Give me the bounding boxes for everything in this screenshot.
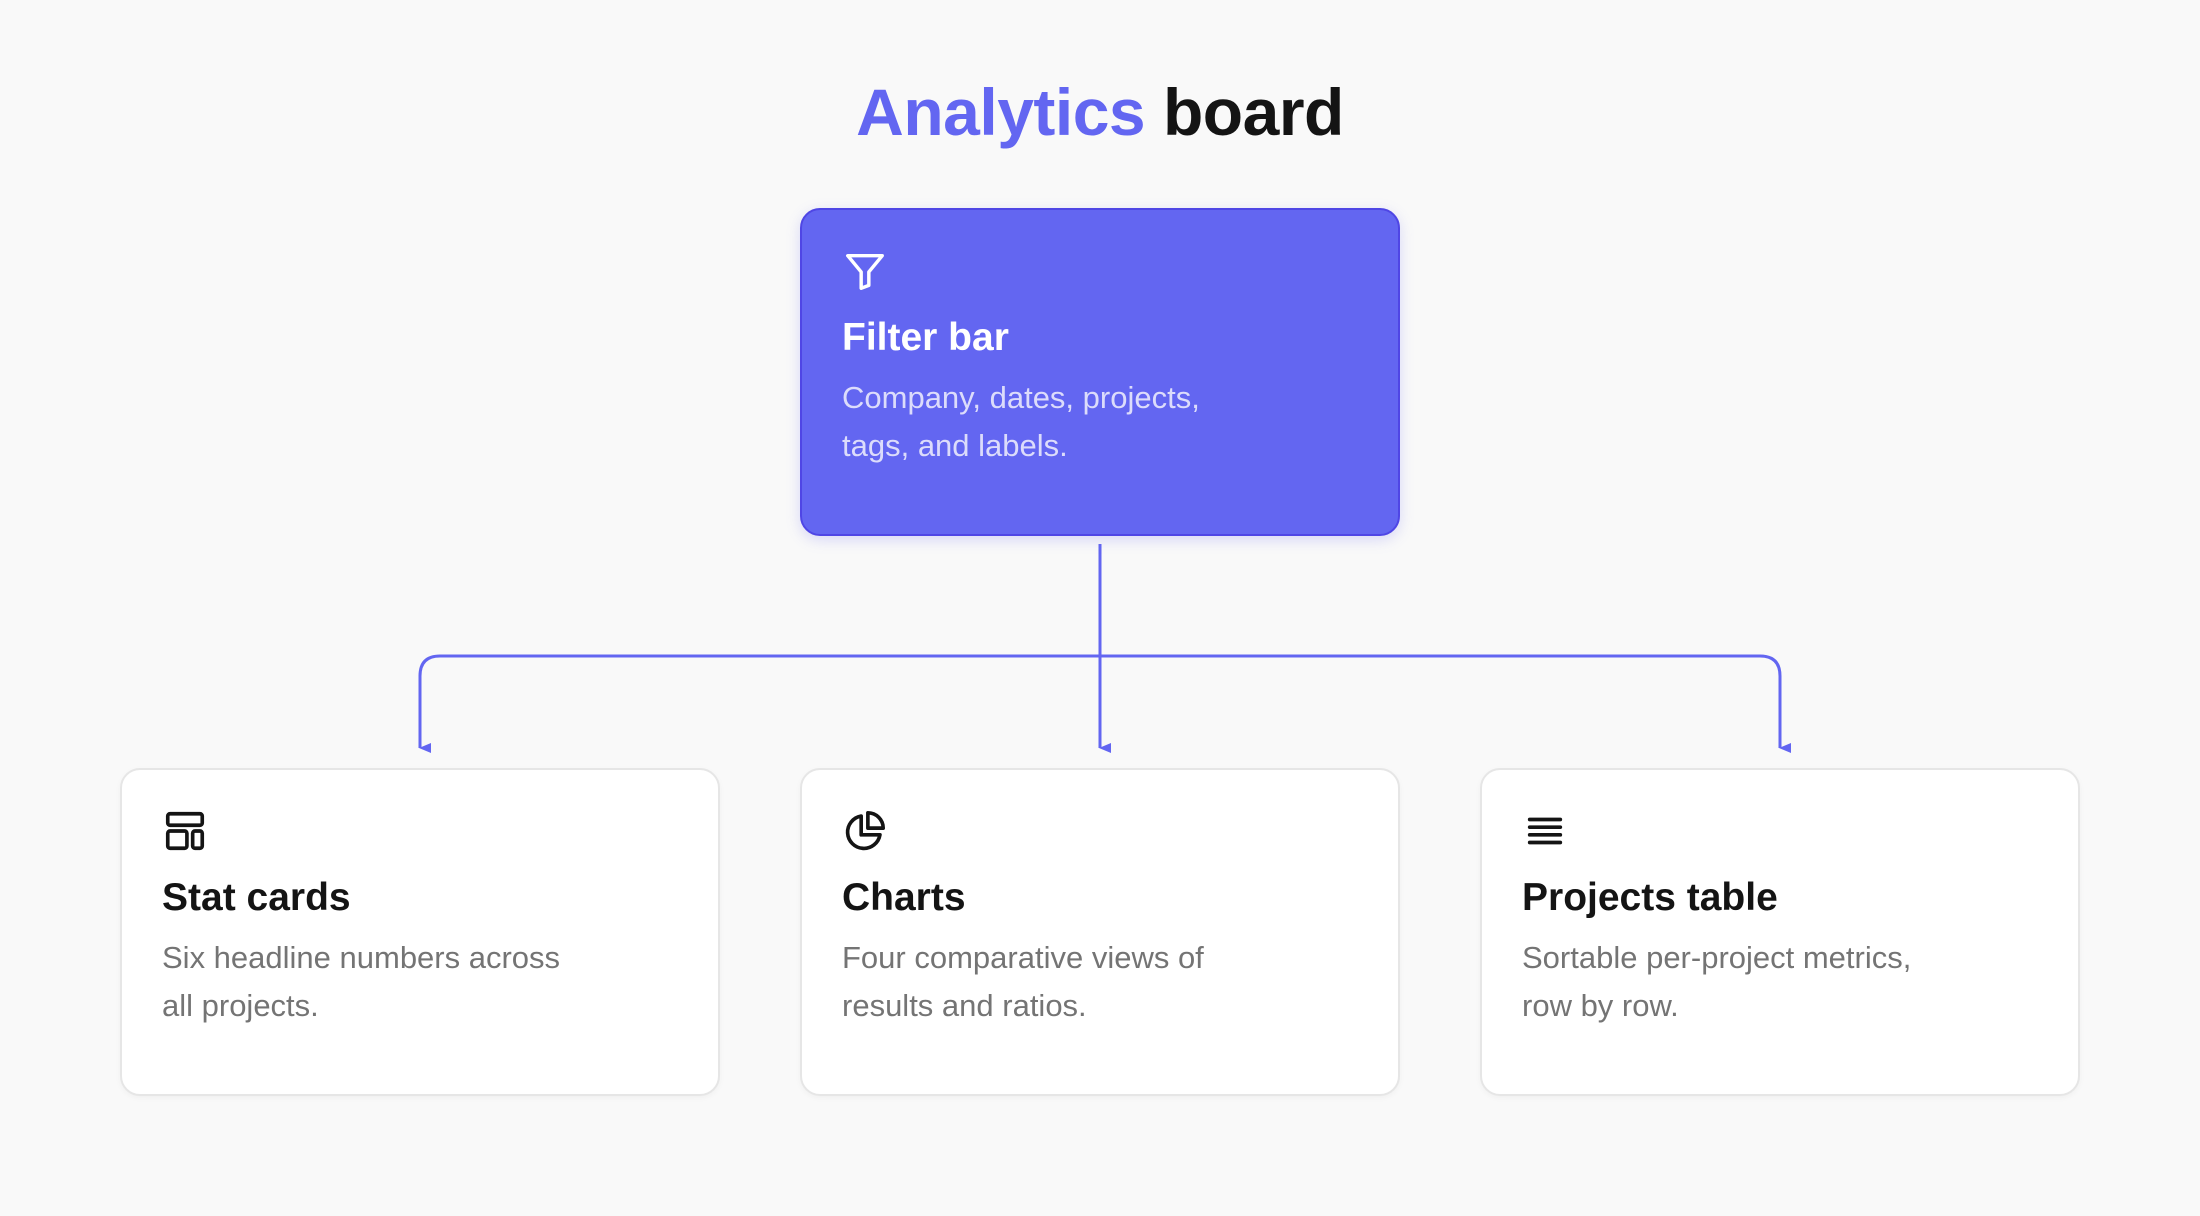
- diagram-title: Analytics board: [0, 72, 2200, 152]
- node-projects-table: Projects table Sortable per-project metr…: [1480, 768, 2080, 1096]
- title-accent: Analytics: [856, 75, 1146, 149]
- node-charts: Charts Four comparative views of results…: [800, 768, 1400, 1096]
- layout-grid-icon: [162, 808, 208, 854]
- node-description: Company, dates, projects, tags, and labe…: [842, 380, 1200, 463]
- connector-to-projects-table: [1100, 654, 1791, 753]
- node-description: Sortable per-project metrics, row by row…: [1522, 940, 1912, 1023]
- node-heading: Filter bar: [842, 316, 1009, 359]
- list-lines-icon: [1522, 808, 1568, 854]
- funnel-icon: [842, 248, 888, 294]
- node-filter-bar: Filter bar Company, dates, projects, tag…: [800, 208, 1400, 536]
- pie-chart-icon: [842, 808, 888, 854]
- node-heading: Stat cards: [162, 876, 351, 919]
- node-stat-cards: Stat cards Six headline numbers across a…: [120, 768, 720, 1096]
- title-rest: board: [1162, 75, 1344, 149]
- connector-to-stat-cards: [418, 654, 1100, 753]
- node-description: Four comparative views of results and ra…: [842, 940, 1204, 1023]
- node-description: Six headline numbers across all projects…: [162, 940, 561, 1023]
- node-heading: Projects table: [1522, 876, 1778, 919]
- node-heading: Charts: [842, 876, 966, 919]
